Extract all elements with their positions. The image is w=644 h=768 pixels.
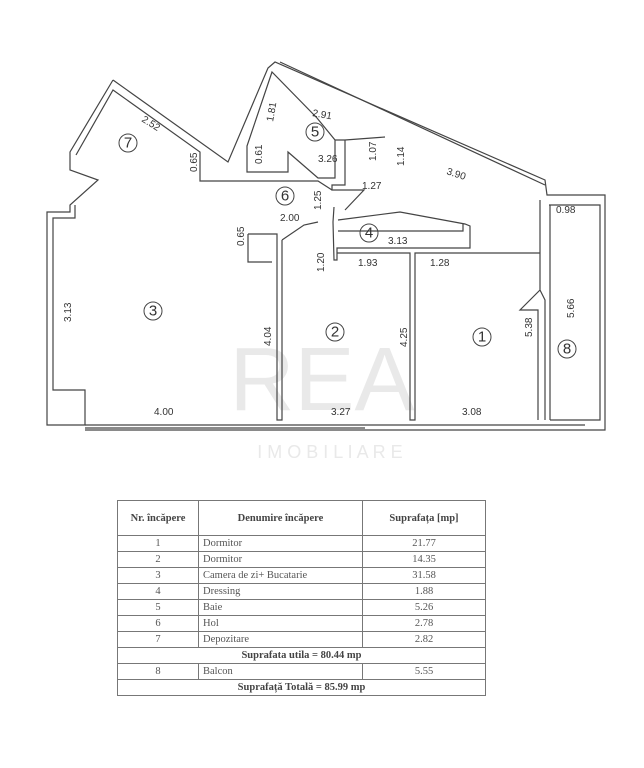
svg-text:1.28: 1.28 bbox=[430, 258, 450, 269]
usable-area-row: Suprafata utila = 80.44 mp bbox=[117, 647, 486, 664]
room-number-4: 4 bbox=[365, 225, 373, 242]
svg-text:4.00: 4.00 bbox=[154, 407, 174, 418]
svg-text:3.90: 3.90 bbox=[445, 166, 467, 183]
svg-text:3.26: 3.26 bbox=[318, 154, 338, 165]
room-number-2: 2 bbox=[331, 324, 339, 341]
svg-text:5.38: 5.38 bbox=[524, 317, 535, 337]
room-labels: 1 2 3 4 5 6 7 8 bbox=[118, 122, 577, 359]
total-area-row: Suprafață Totală = 85.99 mp bbox=[117, 679, 486, 696]
svg-text:0.61: 0.61 bbox=[254, 144, 265, 164]
room-number-7: 7 bbox=[124, 135, 132, 152]
room-area-table: Nr. încăpere Denumire încăpere Suprafața… bbox=[117, 500, 486, 696]
svg-text:0.98: 0.98 bbox=[556, 205, 576, 216]
svg-text:1.20: 1.20 bbox=[316, 252, 327, 272]
svg-text:5.66: 5.66 bbox=[566, 298, 577, 318]
room-number-5: 5 bbox=[311, 124, 319, 141]
svg-text:3.13: 3.13 bbox=[63, 302, 74, 322]
watermark-logo: REA bbox=[229, 330, 414, 430]
room-number-6: 6 bbox=[281, 188, 289, 205]
room-number-8: 8 bbox=[563, 341, 571, 358]
svg-text:1.81: 1.81 bbox=[265, 101, 279, 123]
svg-text:0.65: 0.65 bbox=[236, 226, 247, 246]
table-header-row: Nr. încăpere Denumire încăpere Suprafața… bbox=[117, 500, 486, 536]
svg-text:2.91: 2.91 bbox=[311, 108, 333, 122]
svg-text:3.08: 3.08 bbox=[462, 407, 482, 418]
room-number-1: 1 bbox=[478, 329, 486, 346]
header-area: Suprafața [mp] bbox=[362, 500, 486, 536]
watermark-subtitle: I M O B I L I A R E bbox=[257, 442, 402, 462]
walls bbox=[46, 61, 606, 431]
svg-text:1.07: 1.07 bbox=[368, 141, 379, 161]
svg-text:0.65: 0.65 bbox=[189, 152, 200, 172]
room-number-3: 3 bbox=[149, 303, 157, 320]
svg-text:2.52: 2.52 bbox=[139, 114, 162, 134]
svg-text:3.27: 3.27 bbox=[331, 407, 351, 418]
svg-text:1.14: 1.14 bbox=[396, 146, 407, 166]
header-room-number: Nr. încăpere bbox=[117, 500, 199, 536]
svg-text:3.13: 3.13 bbox=[388, 236, 408, 247]
svg-text:2.00: 2.00 bbox=[280, 213, 300, 224]
svg-text:1.27: 1.27 bbox=[362, 181, 382, 192]
svg-text:1.25: 1.25 bbox=[313, 190, 324, 210]
header-room-name: Denumire încăpere bbox=[198, 500, 363, 536]
svg-text:1.93: 1.93 bbox=[358, 258, 378, 269]
svg-text:4.25: 4.25 bbox=[399, 327, 410, 347]
svg-text:4.04: 4.04 bbox=[263, 326, 274, 346]
floor-plan: REA I M O B I L I A R E 1 2 3 4 5 6 7 8 … bbox=[46, 61, 606, 462]
